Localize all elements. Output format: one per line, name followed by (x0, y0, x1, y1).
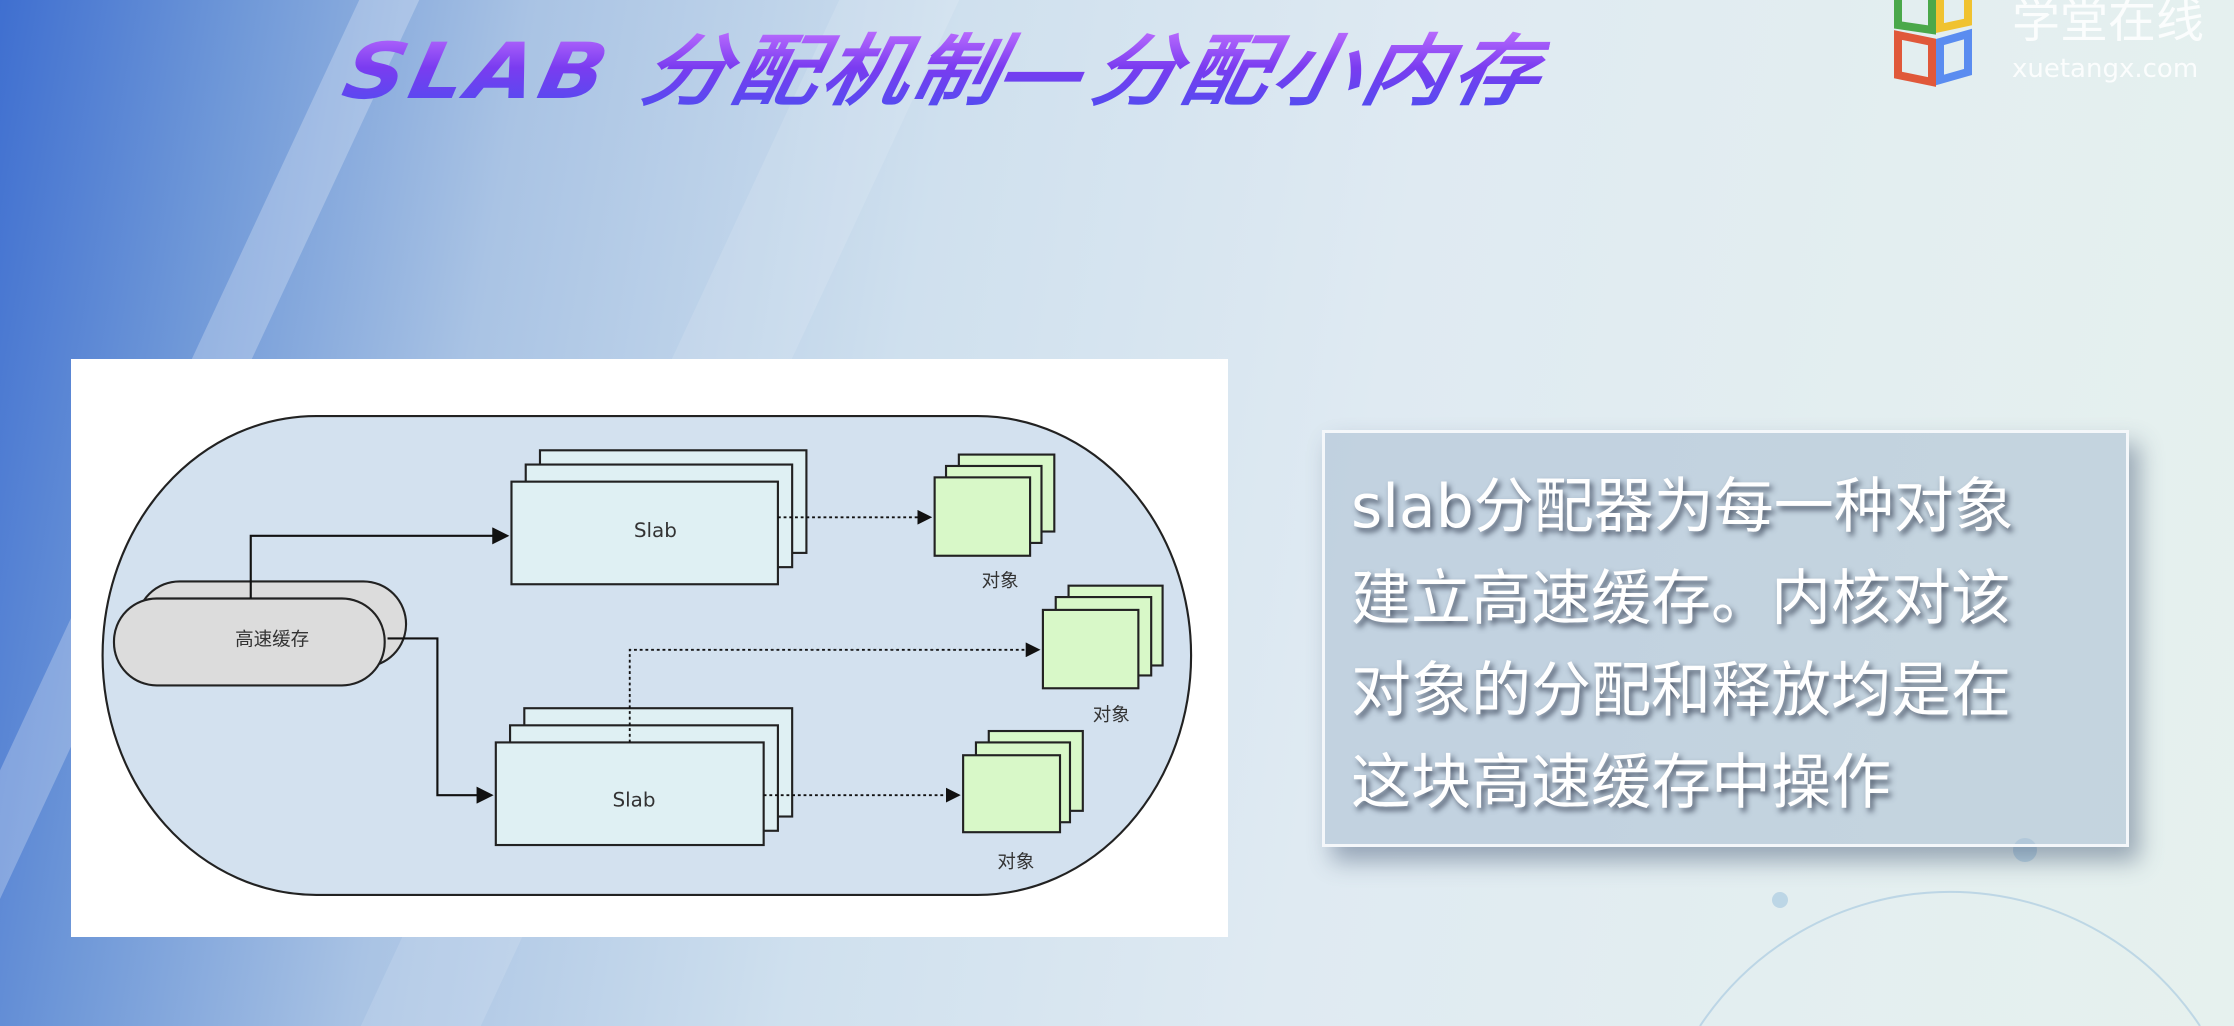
object-stack-middle (1041, 584, 1164, 690)
description-line: 对象的分配和释放均是在 (1351, 656, 2011, 726)
object-stack-top (933, 453, 1056, 557)
description-line: 建立高速缓存。内核对该 (1351, 564, 2011, 634)
object-stack-bottom (962, 729, 1084, 834)
arrow-cache-to-slab-bottom (387, 637, 494, 804)
xuetangx-logo-icon (1894, 0, 1972, 87)
slab-stack-top (510, 449, 808, 586)
object-label: 对象 (997, 852, 1034, 873)
dotted-arrow-middle (628, 642, 1041, 743)
logo-name: 学堂在线 (2012, 0, 2205, 49)
description-line: 这块高速缓存中操作 (1351, 748, 1891, 818)
slab-label: Slab (612, 788, 655, 812)
arrow-cache-to-slab-top (249, 527, 510, 599)
description-line: slab分配器为每一种对象 (1351, 472, 2014, 542)
slab-label: Slab (634, 518, 677, 542)
cache-label: 高速缓存 (235, 630, 309, 651)
object-label: 对象 (982, 571, 1019, 592)
slab-stack-bottom (494, 707, 794, 847)
logo-url: xuetangx.com (2012, 54, 2199, 84)
description-box: slab分配器为每一种对象 建立高速缓存。内核对该 对象的分配和释放均是在 这块… (1322, 430, 2129, 847)
cache-stack (112, 580, 408, 687)
object-label: 对象 (1093, 705, 1130, 726)
